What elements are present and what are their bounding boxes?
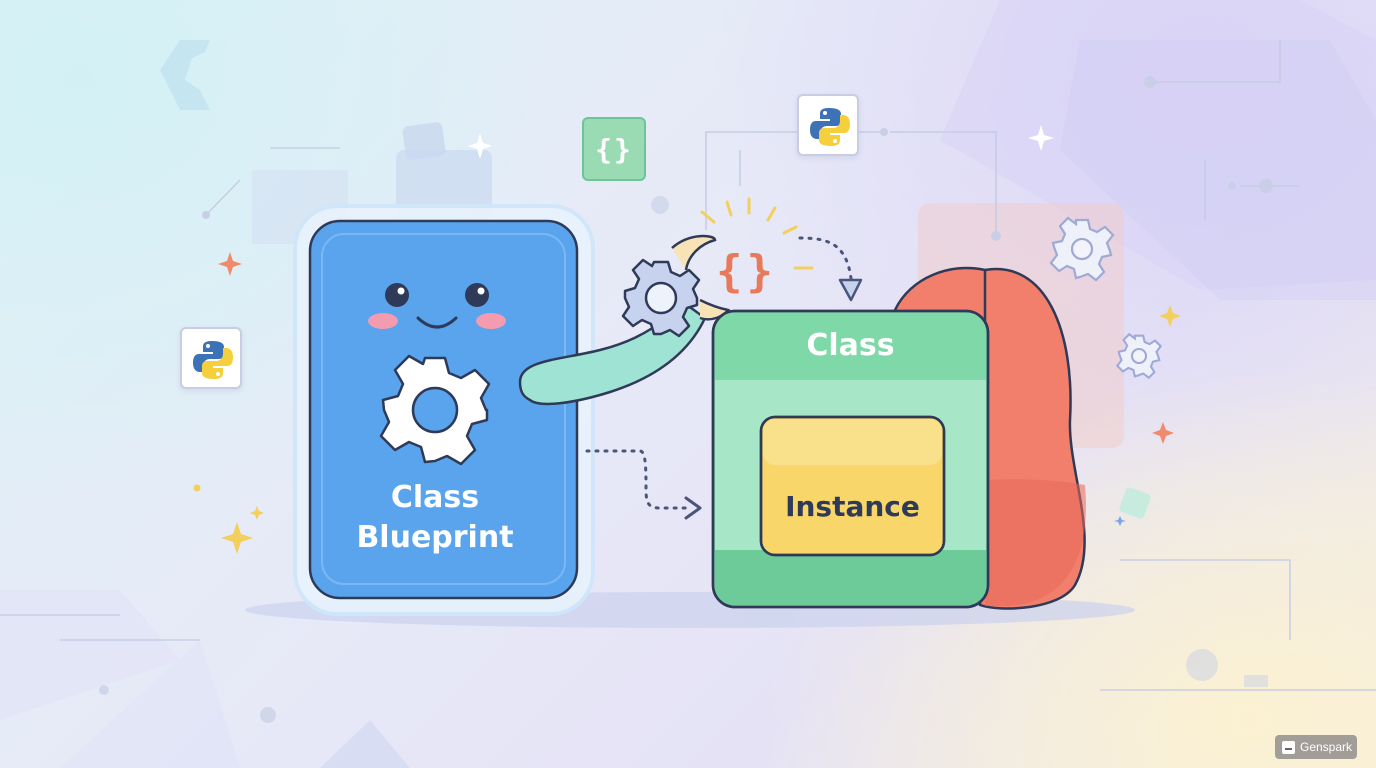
gear-icon	[1115, 332, 1163, 380]
sparkle-icon	[468, 133, 492, 159]
dotted-arrow-icon	[798, 236, 863, 302]
sparkle-icon	[1159, 305, 1181, 327]
blueprint-label-line1: Class	[390, 480, 480, 515]
python-logo-tile	[180, 327, 242, 389]
dot-decor	[193, 484, 201, 492]
instance-label: Instance	[785, 490, 920, 523]
genspark-watermark: Genspark	[1275, 735, 1357, 759]
genspark-logo-icon	[1282, 740, 1295, 754]
python-logo-tile	[797, 94, 859, 156]
python-logo-icon	[810, 108, 850, 146]
sparkle-icon	[218, 252, 242, 276]
sparkle-icon	[1114, 516, 1126, 526]
dotted-arrow-icon	[585, 449, 702, 520]
curly-braces-icon: {}	[595, 132, 633, 166]
sparkle-icon	[221, 522, 253, 554]
watermark-text: Genspark	[1300, 740, 1353, 754]
gear-icon	[1049, 216, 1115, 282]
blueprint-label-line2: Blueprint	[356, 520, 514, 555]
smiley-face	[368, 283, 506, 329]
gear-icon	[379, 354, 491, 466]
rays-decor	[700, 197, 814, 270]
gear-icon	[621, 258, 701, 338]
sparkle-icon	[250, 506, 264, 520]
class-box-title: Class	[806, 328, 895, 363]
python-logo-icon	[193, 341, 233, 379]
curly-braces-icon: {}	[716, 246, 777, 297]
sparkle-icon	[1152, 422, 1174, 444]
sparkle-icon	[1028, 125, 1054, 151]
curly-braces-tile: {}	[582, 117, 646, 181]
